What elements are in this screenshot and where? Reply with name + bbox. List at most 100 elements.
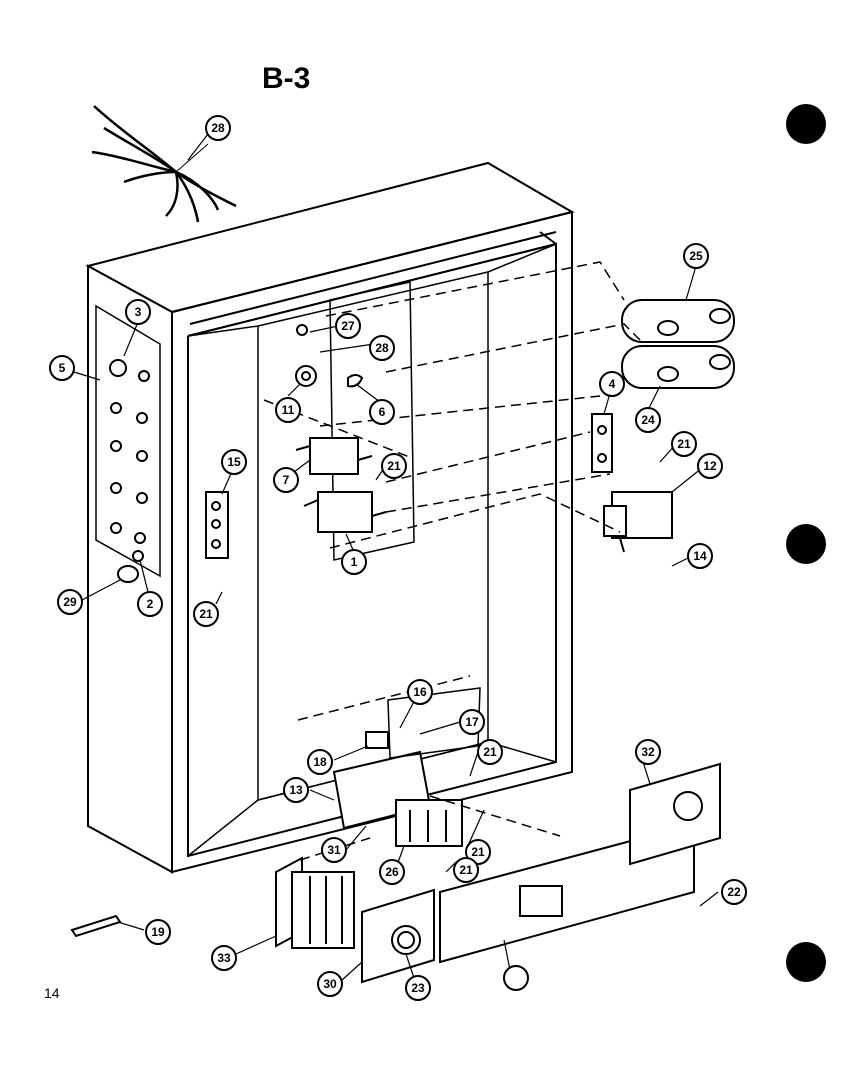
- callout-label: 21: [483, 745, 497, 759]
- callout-21-d: [477, 739, 503, 765]
- punch-hole-middle: [786, 524, 826, 564]
- callout-label: 28: [375, 341, 389, 355]
- callout-label: 15: [227, 455, 241, 469]
- callout-15: [221, 449, 247, 475]
- callout-label: 18: [313, 755, 327, 769]
- callout-28-screw: [369, 335, 395, 361]
- callout-label: 6: [379, 405, 386, 419]
- callout-32: [635, 739, 661, 765]
- capacitor-25: [621, 299, 735, 343]
- callout-label: 21: [471, 845, 485, 859]
- plate-32: [629, 762, 721, 866]
- callout-label: 28: [211, 121, 225, 135]
- callout-label: 32: [641, 745, 655, 759]
- part-6-clip: [347, 374, 364, 388]
- callout-13: [283, 777, 309, 803]
- callout-1: [341, 549, 367, 575]
- callout-11: [275, 397, 301, 423]
- callout-29: [57, 589, 83, 615]
- callout-label: 23: [411, 981, 425, 995]
- element-22: [70, 914, 122, 938]
- callout-26: [379, 859, 405, 885]
- terminal-block-4: [591, 413, 613, 473]
- callout-28-harness: [205, 115, 231, 141]
- punch-holes: [786, 104, 826, 982]
- callout-24: [635, 407, 661, 433]
- part-27-nut: [296, 324, 308, 336]
- callout-25: [683, 243, 709, 269]
- callout-label: 33: [217, 951, 231, 965]
- callout-18: [307, 749, 333, 775]
- callout-17: [459, 709, 485, 735]
- callout-label: 12: [703, 459, 717, 473]
- callout-label: 3: [135, 305, 142, 319]
- callout-3: [125, 299, 151, 325]
- callout-21-c: [193, 601, 219, 627]
- callout-31: [321, 837, 347, 863]
- transformer-12: [603, 491, 673, 553]
- callout-label: 13: [289, 783, 303, 797]
- callout-label: 21: [199, 607, 213, 621]
- leader-lines: [73, 133, 719, 981]
- callout-19: [211, 945, 237, 971]
- relay-1: [303, 491, 387, 533]
- callout-label: 1: [351, 555, 358, 569]
- callout-5: [49, 355, 75, 381]
- page-number: 14: [44, 985, 60, 1001]
- lower-assembly: [332, 687, 481, 847]
- callout-7: [273, 467, 299, 493]
- callout-label: 21: [459, 863, 473, 877]
- callout-label: 27: [341, 319, 355, 333]
- callout-12: [697, 453, 723, 479]
- callouts: [49, 115, 747, 1001]
- callout-label: 4: [609, 377, 616, 391]
- contactor-19: [275, 856, 355, 949]
- relays: [295, 437, 387, 533]
- callout-14: [687, 543, 713, 569]
- callout-label: 19: [151, 925, 165, 939]
- punch-hole-bottom: [786, 942, 826, 982]
- part-16: [365, 731, 389, 749]
- punch-hole-top: [786, 104, 826, 144]
- small-parts: [295, 324, 364, 388]
- callout-label: 14: [693, 549, 707, 563]
- callout-label: 25: [689, 249, 703, 263]
- callout-21-e: [465, 839, 491, 865]
- cover-plate-33: [361, 888, 435, 984]
- callout-33: [317, 971, 343, 997]
- callout-label: 16: [413, 685, 427, 699]
- callout-21-b: [381, 453, 407, 479]
- terminal-strip-15: [205, 491, 229, 559]
- callout-labels: 28 25 3 5 27 28 11 6 24 4 21 12 15 7 21 …: [59, 121, 741, 995]
- callout-21-g: [721, 879, 747, 905]
- capacitors: [621, 299, 735, 389]
- callout-label: 7: [283, 473, 290, 487]
- diagram-title: B-3: [262, 62, 310, 95]
- callout-2: [137, 591, 163, 617]
- callout-label: 21: [677, 437, 691, 451]
- callout-label: 30: [323, 977, 337, 991]
- callout-16: [407, 679, 433, 705]
- callout-27: [335, 313, 361, 339]
- callout-4: [599, 371, 625, 397]
- callout-label: 11: [282, 403, 295, 417]
- callout-21-f: [453, 857, 479, 883]
- callout-label: 26: [385, 865, 399, 879]
- relay-7: [295, 437, 373, 475]
- wire-harness: [91, 105, 237, 223]
- callout-label: 31: [327, 843, 341, 857]
- callout-23: [503, 965, 529, 991]
- capacitor-24: [621, 345, 735, 389]
- callout-label: 24: [641, 413, 655, 427]
- callout-30: [405, 975, 431, 1001]
- callout-label: 2: [147, 597, 154, 611]
- callout-label: 21: [387, 459, 401, 473]
- callout-6: [369, 399, 395, 425]
- callout-21-a: [671, 431, 697, 457]
- callout-label: 22: [727, 885, 741, 899]
- exploded-guide-lines: [263, 261, 641, 861]
- callout-label: 29: [63, 595, 77, 609]
- callout-22: [145, 919, 171, 945]
- callout-label: 5: [59, 361, 66, 375]
